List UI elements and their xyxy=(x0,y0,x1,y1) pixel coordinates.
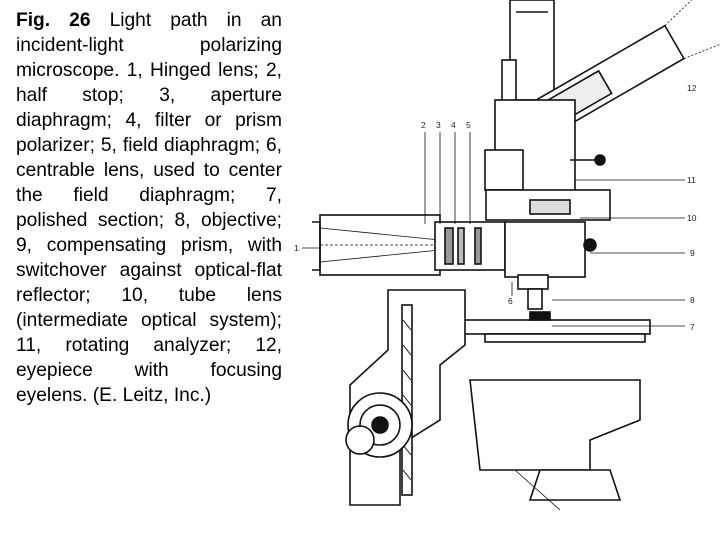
label-8: 8 xyxy=(690,295,695,305)
microscope-diagram: 1 2 3 4 5 6 7 8 9 10 11 12 xyxy=(294,0,720,511)
label-7: 7 xyxy=(690,322,695,332)
stage xyxy=(459,319,651,335)
label-2: 2 xyxy=(421,120,426,130)
label-11: 11 xyxy=(687,175,696,185)
label-6: 6 xyxy=(508,296,513,306)
label-3: 3 xyxy=(436,120,441,130)
figure-caption: Fig. 26 Light path in an incident-light … xyxy=(16,8,282,408)
label-4: 4 xyxy=(451,120,456,130)
caption-text: Light path in an incident-light polarizi… xyxy=(16,10,282,406)
label-9: 9 xyxy=(690,248,695,258)
objective xyxy=(527,288,543,310)
figure-label: Fig. 26 xyxy=(16,10,91,31)
label-5: 5 xyxy=(466,120,471,130)
label-1: 1 xyxy=(294,243,299,253)
focus-gear xyxy=(345,392,413,458)
label-10: 10 xyxy=(687,213,697,223)
label-12: 12 xyxy=(687,83,697,93)
vertical-tube xyxy=(509,0,555,101)
